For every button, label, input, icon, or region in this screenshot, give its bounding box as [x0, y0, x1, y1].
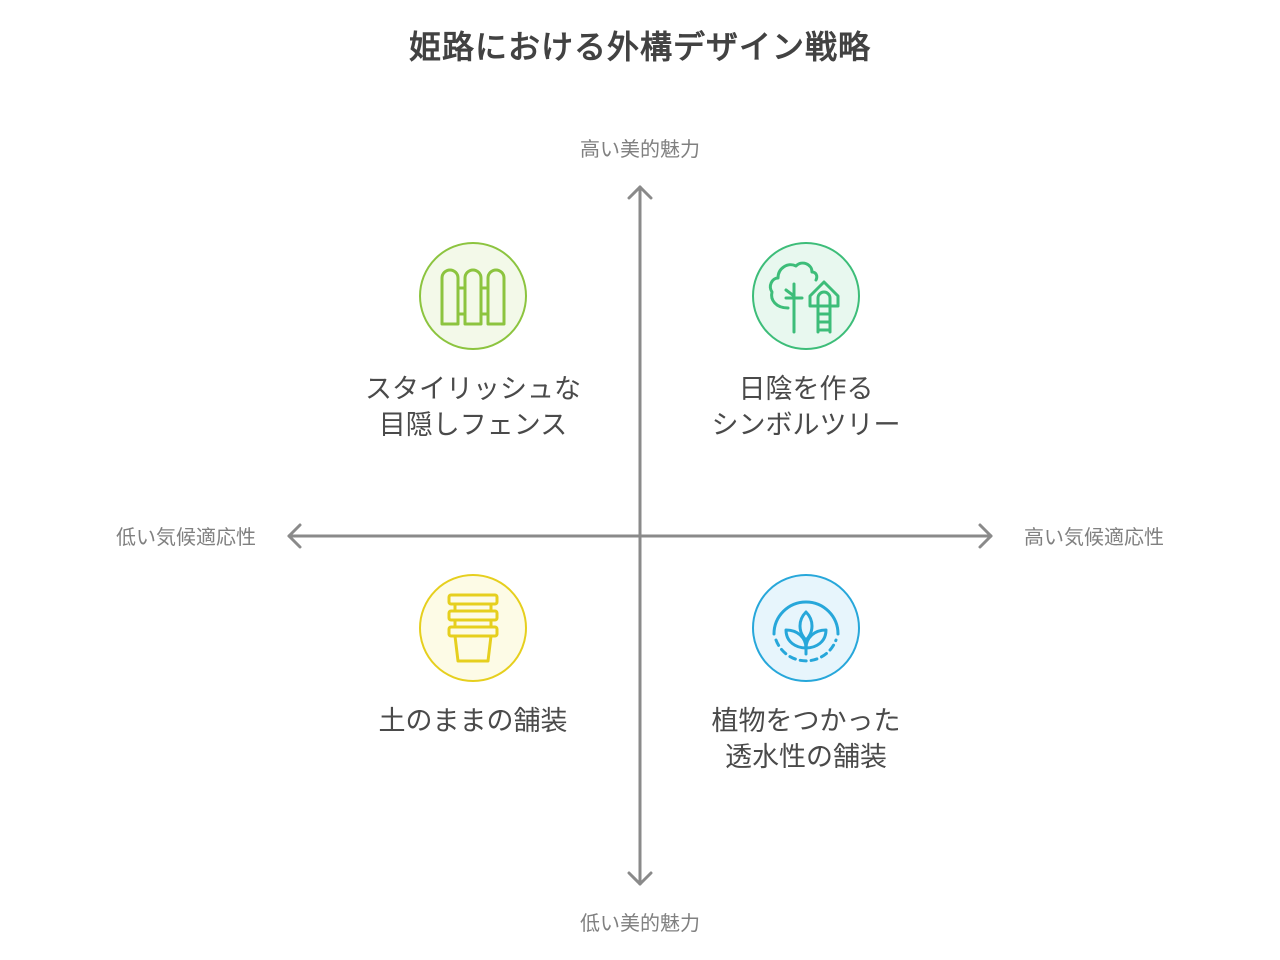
x-axis-right-label: 高い気候適応性 — [1024, 525, 1164, 549]
quadrant-label: 日陰を作る シンボルツリー — [711, 374, 901, 441]
arrow-left-icon — [287, 523, 302, 549]
stacked-pots-icon — [447, 593, 499, 663]
arrow-right-icon — [978, 523, 993, 549]
quadrant-top-left: スタイリッシュな 目隠しフェンス — [323, 242, 623, 444]
quadrant-label: 土のままの舗装 — [378, 706, 568, 737]
quadrant-bottom-right: 植物をつかった 透水性の舗装 — [656, 574, 956, 776]
fence-icon-badge — [419, 242, 527, 350]
sprout-icon-badge — [752, 574, 860, 682]
fence-icon — [440, 268, 506, 326]
quadrant-label: 植物をつかった 透水性の舗装 — [711, 706, 901, 773]
y-axis-bottom-label: 低い美的魅力 — [580, 911, 700, 935]
x-axis-left-label: 低い気候適応性 — [116, 525, 256, 549]
sprout-icon — [772, 600, 840, 663]
y-axis-top-label: 高い美的魅力 — [580, 137, 700, 161]
tree-treehouse-icon — [768, 261, 840, 334]
quadrant-bottom-left: 土のままの舗装 — [323, 574, 623, 740]
arrow-up-icon — [627, 185, 653, 200]
diagram-title: 姫路における外構デザイン戦略 — [408, 28, 871, 66]
tree-icon-badge — [752, 242, 860, 350]
quadrant-top-right: 日陰を作る シンボルツリー — [656, 242, 956, 444]
pots-icon-badge — [419, 574, 527, 682]
quadrant-label: スタイリッシュな 目隠しフェンス — [365, 374, 581, 441]
arrow-down-icon — [627, 871, 653, 886]
